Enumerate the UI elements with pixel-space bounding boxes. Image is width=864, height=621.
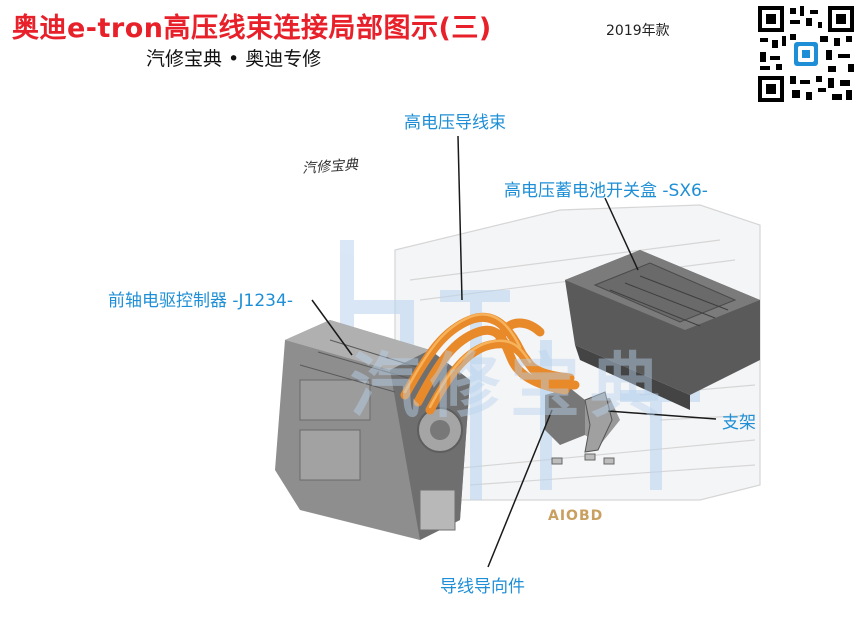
page-subtitle: 汽修宝典 • 奥迪专修 xyxy=(146,48,322,70)
label-front-axle-controller: 前轴电驱控制器 -J1234- xyxy=(108,291,293,311)
large-watermark-text: 汽修宝典 xyxy=(350,345,670,427)
label-hv-harness: 高电压导线束 xyxy=(404,113,506,133)
label-bracket: 支架 xyxy=(722,413,756,433)
aiobd-watermark: AIOBD xyxy=(548,508,604,524)
label-hv-switch-box: 高电压蓄电池开关盒 -SX6- xyxy=(504,181,708,201)
leader-lines xyxy=(311,135,717,568)
page-title: 奥迪e-tron高压线束连接局部图示(三) xyxy=(12,13,492,44)
hv-harness-highlight xyxy=(403,313,532,409)
hv-switch-box xyxy=(565,250,760,410)
model-year: 2019年款 xyxy=(606,23,670,39)
qr-code-icon xyxy=(756,4,856,104)
hv-harness xyxy=(400,312,580,415)
label-wire-guide: 导线导向件 xyxy=(440,577,525,597)
bracket-part xyxy=(584,391,613,453)
handwritten-watermark: 汽修宝典 xyxy=(301,157,359,177)
wire-guide-part xyxy=(551,453,615,465)
